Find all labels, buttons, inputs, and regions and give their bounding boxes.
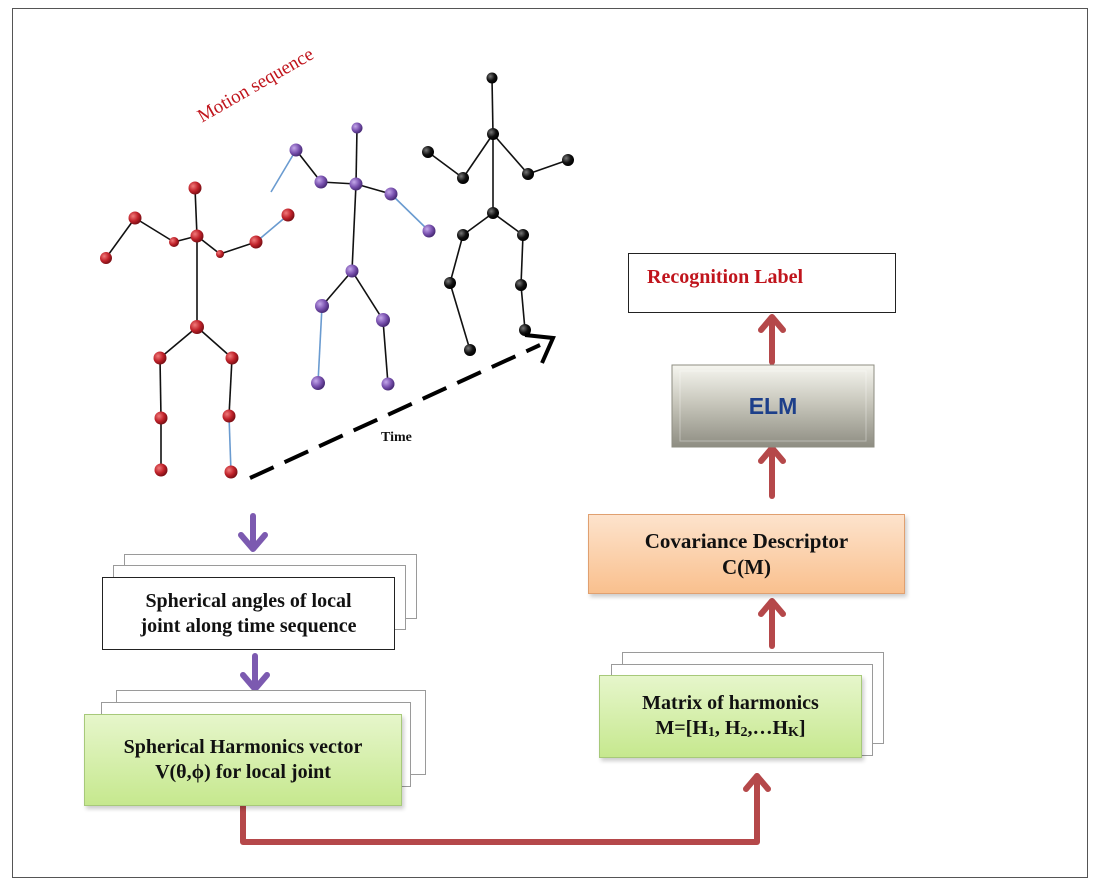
matrix-box: Matrix of harmonics M=[H1, H2,…HK]: [599, 675, 862, 758]
up-arrow-icon: [758, 314, 786, 365]
sh-vector-line1: Spherical Harmonics vector: [123, 736, 363, 758]
down-arrow-icon: [238, 513, 268, 552]
spherical-angles-box: Spherical angles of local joint along ti…: [102, 577, 395, 650]
purple-skeleton-figure: [270, 122, 436, 391]
elm-label: ELM: [748, 392, 798, 419]
covariance-box: Covariance Descriptor C(M): [588, 514, 905, 594]
red-skeleton-figure: [100, 181, 295, 479]
sh-vector-line2: V(θ,ϕ) for local joint: [155, 761, 331, 783]
up-arrow-icon: [758, 445, 786, 499]
black-skeleton-figure: [422, 72, 574, 356]
dashed-time-arrow: [249, 333, 556, 480]
elm-box: [671, 364, 875, 448]
covariance-line2: C(M): [722, 555, 771, 579]
sh-vector-box: Spherical Harmonics vector V(θ,ϕ) for lo…: [84, 714, 402, 806]
spherical-angles-line2: joint along time sequence: [140, 614, 357, 637]
recognition-label-box: Recognition Label: [628, 253, 896, 313]
matrix-line2: M=[H1, H2,…HK]: [655, 717, 806, 741]
matrix-line1: Matrix of harmonics: [642, 692, 819, 715]
connector-arrow: [240, 773, 771, 845]
spherical-angles-line1: Spherical angles of local: [145, 589, 352, 612]
time-label: Time: [381, 430, 412, 445]
up-arrow-icon: [758, 598, 786, 649]
down-arrow-icon: [240, 653, 270, 692]
covariance-line1: Covariance Descriptor: [644, 528, 849, 553]
